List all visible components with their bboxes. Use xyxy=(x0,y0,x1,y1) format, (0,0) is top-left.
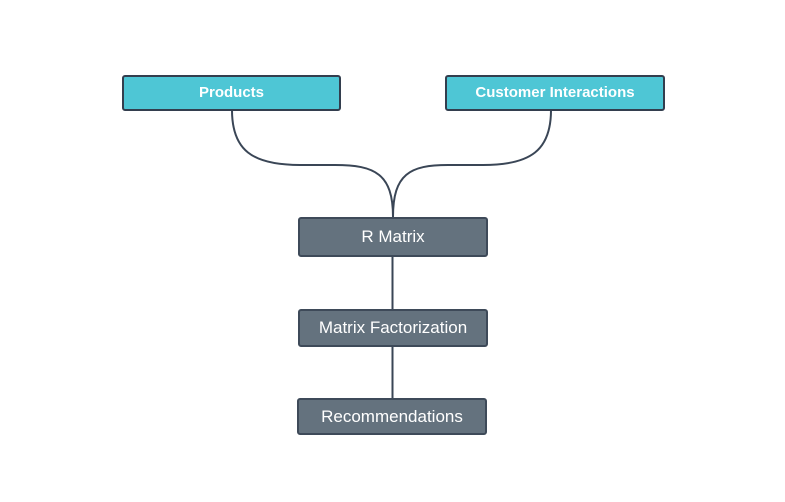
node-customer-interactions-label: Customer Interactions xyxy=(475,84,635,101)
node-customer-interactions: Customer Interactions xyxy=(445,75,665,111)
node-recommendations: Recommendations xyxy=(297,398,487,435)
node-recommendations-label: Recommendations xyxy=(321,406,463,426)
node-matrix-factorization: Matrix Factorization xyxy=(298,309,488,347)
node-products: Products xyxy=(122,75,341,111)
edge-products-to-r-matrix xyxy=(231,109,394,218)
node-r-matrix-label: R Matrix xyxy=(361,227,425,246)
edge-customer-interactions-to-r-matrix xyxy=(392,109,552,218)
node-products-label: Products xyxy=(198,84,264,101)
node-matrix-factorization-label: Matrix Factorization xyxy=(318,318,468,337)
node-r-matrix: R Matrix xyxy=(298,217,488,257)
